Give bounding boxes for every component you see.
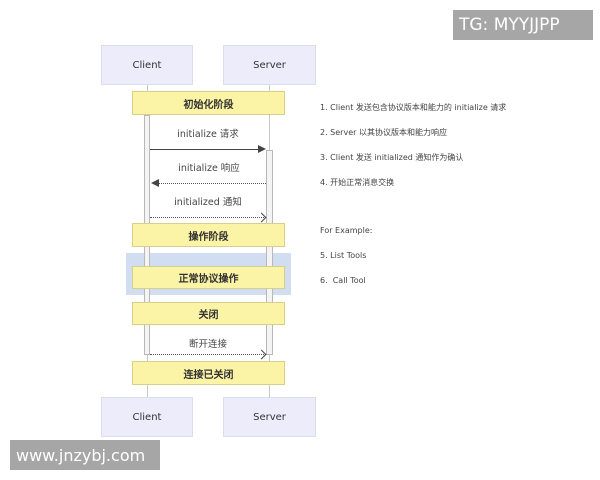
side-note-step4: 4. 开始正常消息交换	[320, 178, 395, 187]
note-normal-ops: 正常协议操作	[132, 266, 285, 289]
server-actor-top: Server	[223, 45, 316, 85]
msg-initialized-notification-arrow	[150, 217, 264, 218]
msg-disconnect-label: 断开连接	[188, 339, 228, 350]
note-normal-ops-label: 正常协议操作	[178, 274, 239, 285]
msg-initialize-response-label: initialize 响应	[178, 163, 240, 174]
client-actor-bottom: Client	[101, 397, 193, 437]
server-actor-label: Server	[253, 59, 286, 71]
msg-initialize-response-arrow	[159, 183, 266, 184]
msg-disconnect-arrow	[150, 354, 264, 355]
arrowhead-open-right-icon	[256, 212, 267, 223]
arrowhead-open-right-icon	[256, 349, 267, 360]
watermark-telegram: TG: MYYJJPP	[453, 10, 593, 40]
side-note-step2: 2. Server 以其协议版本和能力响应	[320, 128, 447, 137]
server-activation-bar	[266, 150, 273, 355]
msg-initialize-request-arrow	[150, 149, 258, 150]
arrowhead-solid-left-icon	[151, 179, 159, 187]
note-connection-closed-label: 连接已关闭	[183, 369, 234, 381]
side-note-step6: 6. Call Tool	[320, 276, 366, 285]
msg-initialize-request-label: initialize 请求	[177, 129, 239, 140]
msg-initialized-notification-label: initialized 通知	[174, 197, 242, 208]
client-actor-top: Client	[101, 45, 193, 85]
side-note-step3: 3. Client 发送 initialized 通知作为确认	[320, 153, 464, 162]
note-shutdown-label: 关闭	[198, 310, 219, 321]
note-shutdown: 关闭	[132, 302, 285, 325]
server-actor-bottom-label: Server	[253, 411, 286, 423]
side-note-example-heading: For Example:	[320, 226, 373, 235]
side-note-step5: 5. List Tools	[320, 251, 367, 260]
note-operation-phase-label: 操作阶段	[188, 231, 229, 243]
note-operation-phase: 操作阶段	[132, 223, 285, 247]
note-init-phase-label: 初始化阶段	[183, 99, 234, 111]
side-note-step1: 1. Client 发送包含协议版本和能力的 initialize 请求	[320, 103, 507, 112]
client-actor-bottom-label: Client	[132, 411, 162, 423]
arrowhead-solid-right-icon	[258, 145, 266, 153]
note-init-phase: 初始化阶段	[132, 91, 285, 115]
server-actor-bottom: Server	[223, 397, 316, 437]
client-actor-label: Client	[132, 59, 162, 71]
note-connection-closed: 连接已关闭	[132, 361, 285, 385]
watermark-website: www.jnzybj.com	[10, 440, 160, 470]
